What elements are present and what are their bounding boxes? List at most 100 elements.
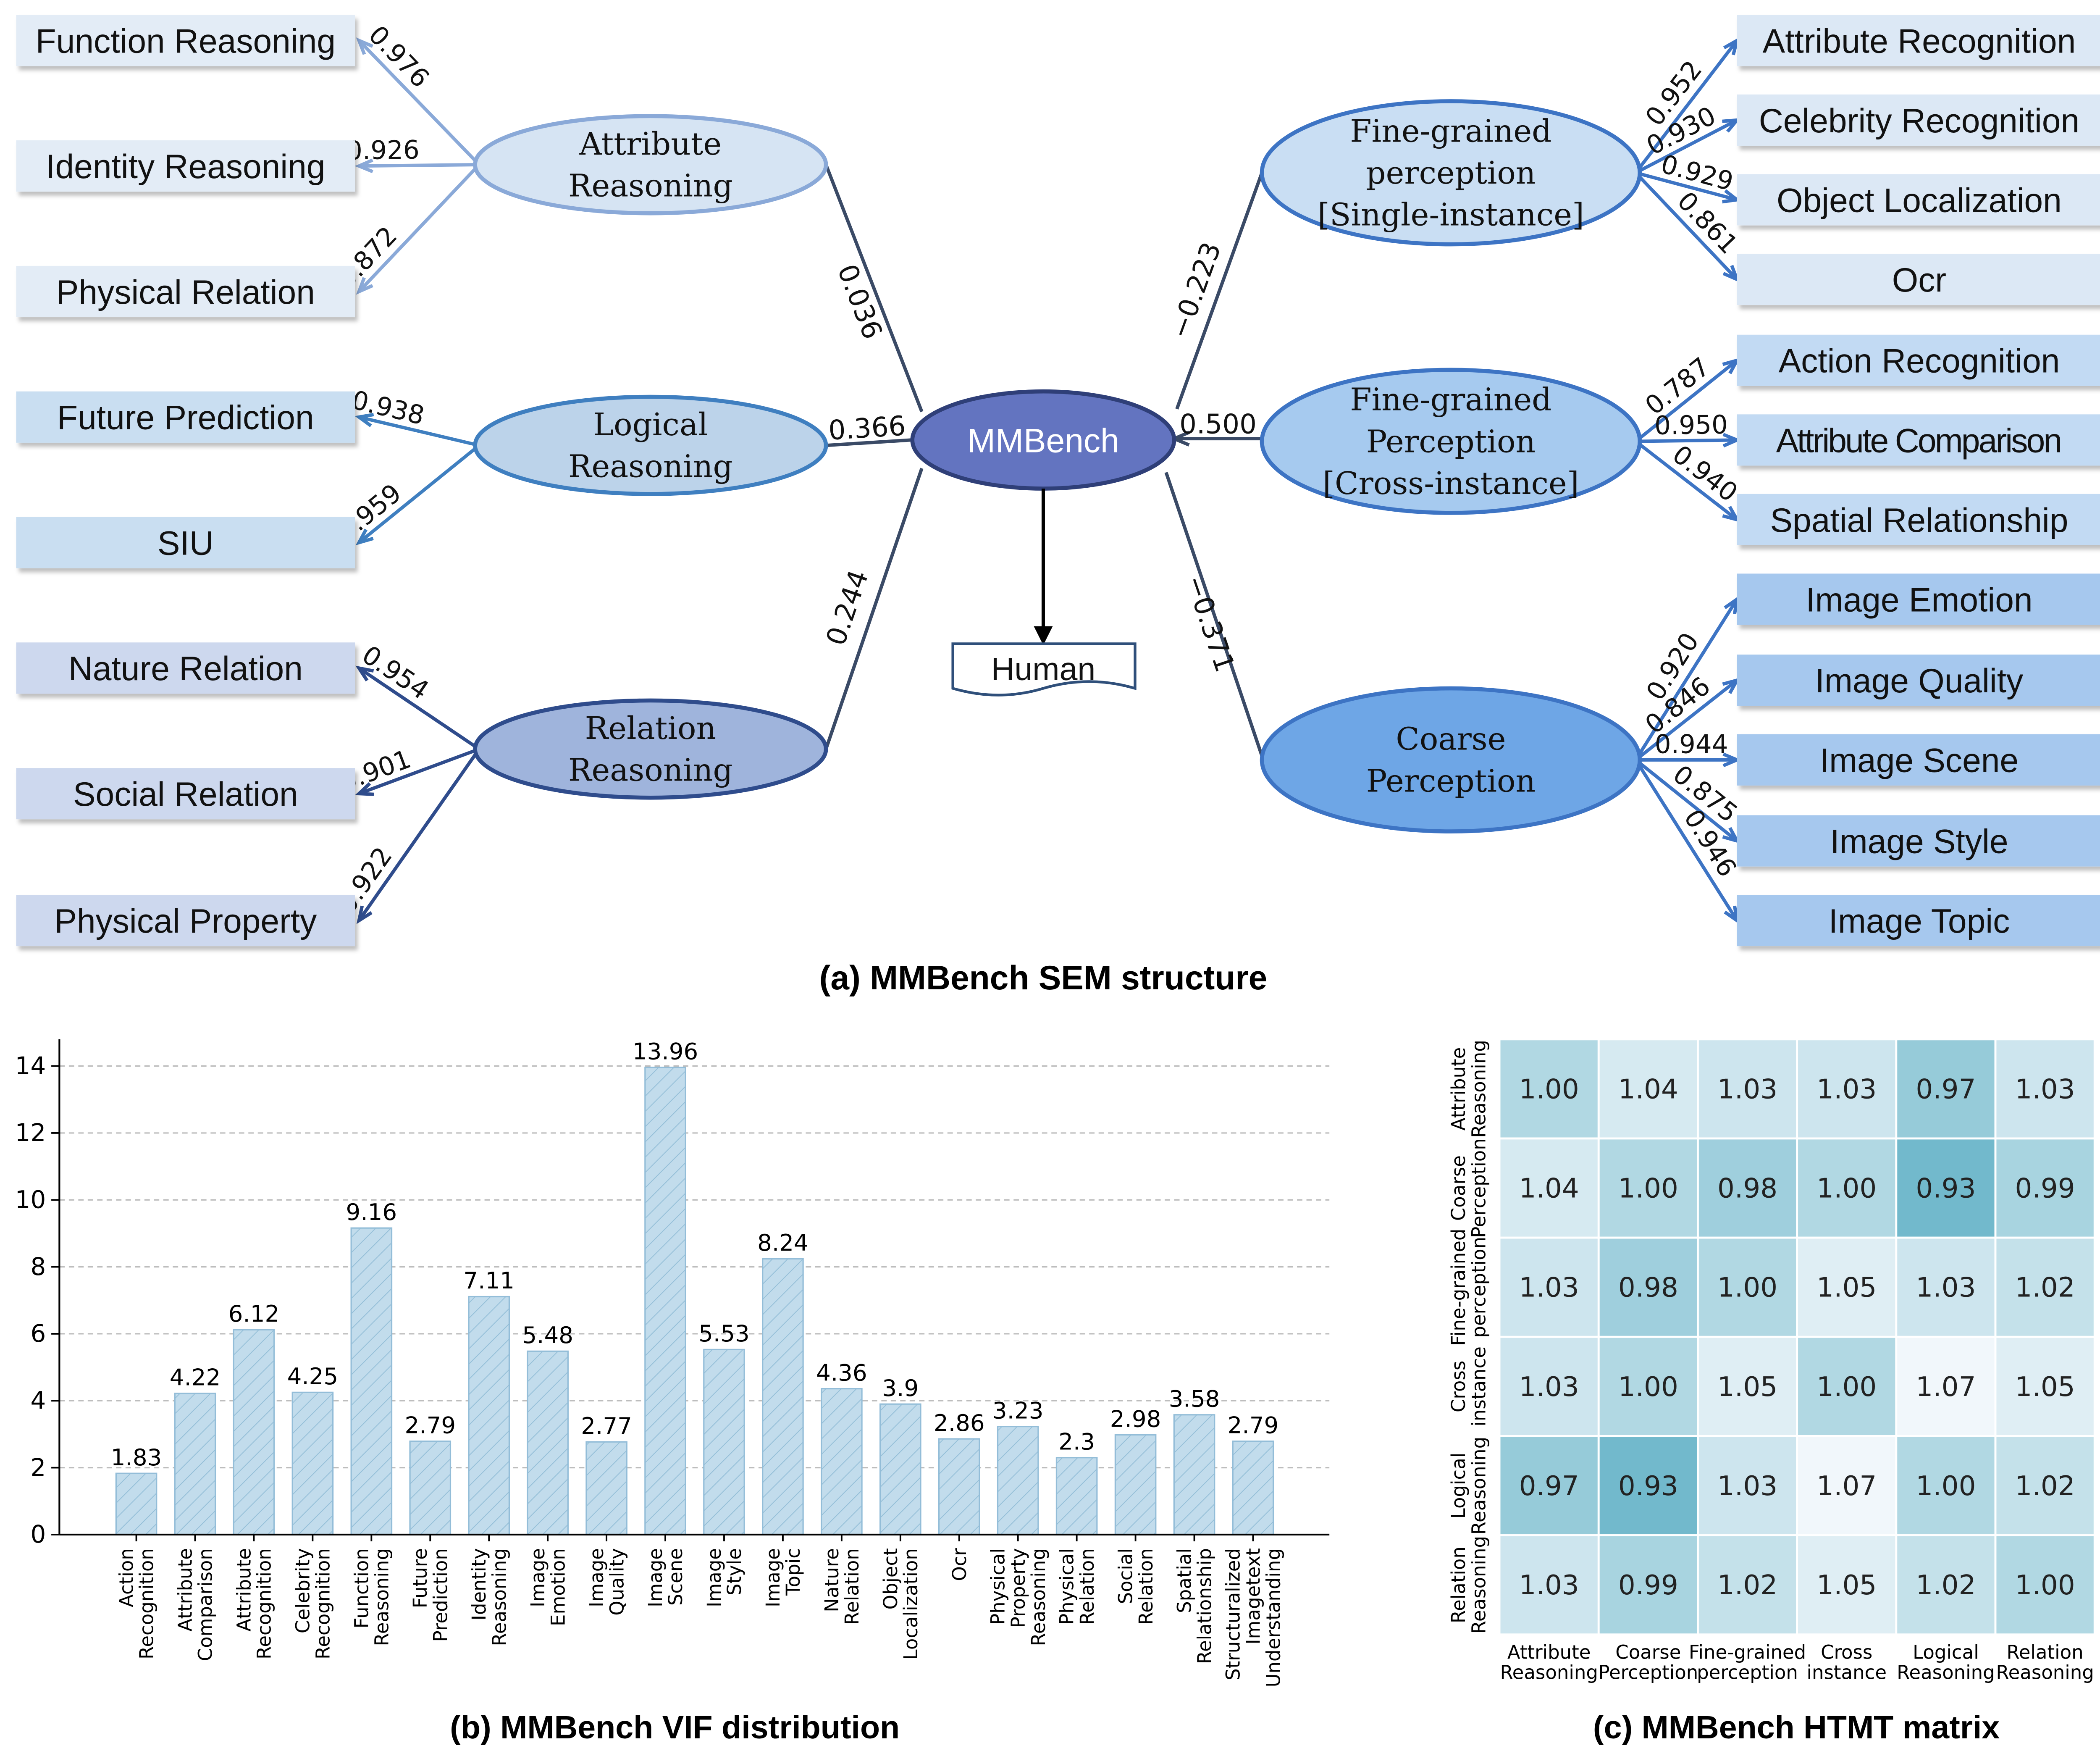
vif-ytick-label: 6 — [30, 1319, 46, 1348]
path-line-single — [1175, 172, 1264, 410]
indicator-image-scene: Image Scene — [1737, 734, 2100, 786]
htmt-cell-value: 1.04 — [1618, 1073, 1678, 1105]
construct-ellipse-coarse — [1260, 686, 1642, 833]
vif-value-label: 2.79 — [404, 1412, 456, 1438]
htmt-cell-value: 0.93 — [1916, 1173, 1976, 1204]
indicator-attribute-comparison: Attribute Comparison — [1737, 414, 2100, 466]
vif-xtick-label-line: Prediction — [429, 1548, 452, 1642]
htmt-col-label-cross-instance: Cross — [1821, 1641, 1872, 1664]
htmt-cell-value: 1.02 — [1916, 1569, 1976, 1601]
vif-caption: (b) MMBench VIF distribution — [450, 1709, 900, 1746]
htmt-cell-value: 1.03 — [1717, 1470, 1777, 1502]
construct-label-line: Perception — [1366, 763, 1536, 799]
htmt-col-label-coarse-perception: Perception — [1598, 1661, 1698, 1684]
indicator-action-recognition: Action Recognition — [1737, 334, 2100, 386]
loading-line-celebrity-recognition — [1635, 118, 1738, 174]
center-to-human-arrowhead — [1034, 626, 1053, 645]
indicator-label: Image Emotion — [1806, 581, 2032, 619]
vif-xtick-label-line: Image — [644, 1548, 667, 1607]
vif-bar-structuralized-imagetext-understanding — [1232, 1441, 1274, 1535]
htmt-cell-value: 1.03 — [1816, 1073, 1877, 1105]
arrowhead — [356, 905, 373, 924]
htmt-cell-value: 0.97 — [1916, 1073, 1976, 1105]
htmt-cell-value: 1.02 — [1717, 1569, 1777, 1601]
arrowhead — [355, 782, 374, 796]
indicator-image-topic: Image Topic — [1737, 895, 2100, 946]
vif-xtick-label-line: Relationship — [1194, 1548, 1216, 1664]
htmt-cell-value: 1.00 — [1618, 1371, 1678, 1403]
indicator-label: Social Relation — [73, 776, 298, 813]
vif-chart: 1.834.226.124.259.162.797.115.482.7713.9… — [15, 1038, 1330, 1746]
vif-xtick-label-line: Ocr — [948, 1548, 971, 1581]
htmt-cell-value: 1.07 — [1816, 1470, 1877, 1502]
loading-value-attribute-comparison: 0.950 — [1654, 410, 1728, 441]
htmt-cell-value: 1.00 — [1916, 1470, 1976, 1502]
indicator-box — [16, 895, 355, 946]
htmt-col-label-coarse-perception: Coarse — [1615, 1641, 1681, 1664]
arrowhead — [1723, 37, 1740, 55]
htmt-cell-value: 0.93 — [1618, 1470, 1678, 1502]
htmt-cell-value: 1.03 — [1916, 1272, 1976, 1304]
vif-value-label: 4.22 — [170, 1364, 221, 1391]
vif-bar-image-emotion — [527, 1350, 569, 1535]
htmt-cell-value: 1.00 — [1519, 1073, 1579, 1105]
vif-bar-nature-relation — [821, 1388, 863, 1535]
arrowhead — [1722, 433, 1741, 448]
loading-line-image-style — [1635, 758, 1738, 842]
loading-value-image-scene: 0.944 — [1655, 730, 1728, 760]
vif-xtick-label-line: Property — [1007, 1548, 1029, 1628]
vif-value-label: 3.9 — [882, 1375, 919, 1401]
indicator-label: Spatial Relationship — [1770, 502, 2068, 539]
indicator-box — [1737, 573, 2100, 625]
construct-ellipse-relation — [473, 698, 828, 800]
htmt-col-label-logical-reasoning: Logical — [1913, 1641, 1979, 1664]
arrowhead — [355, 528, 374, 546]
htmt-cell-value: 1.03 — [1519, 1569, 1579, 1601]
vif-bar-future-prediction — [409, 1441, 452, 1535]
loading-line-social-relation — [358, 747, 480, 795]
htmt-cell-value: 1.04 — [1519, 1173, 1579, 1204]
arrowhead — [1722, 118, 1741, 133]
vif-bar-ocr — [938, 1438, 980, 1535]
htmt-cell-r0-c4 — [1895, 1038, 1997, 1140]
htmt-row-label-line: Reasoning — [1467, 1536, 1490, 1634]
vif-xtick-label-line: Structuralized — [1222, 1548, 1244, 1680]
vif-bar-physical-relation — [1055, 1457, 1098, 1535]
construct-label-line: Fine-grained — [1350, 113, 1551, 149]
htmt-col-label-relation-reasoning: Reasoning — [1996, 1661, 2094, 1684]
indicator-object-localization: Object Localization — [1737, 174, 2100, 226]
construct-label-line: Attribute — [579, 126, 722, 162]
vif-bar-celebrity-recognition — [291, 1391, 334, 1535]
htmt-cell-value: 1.07 — [1916, 1371, 1976, 1403]
vif-bar-spatial-relationship — [1173, 1414, 1215, 1535]
arrowhead — [1722, 752, 1741, 768]
vif-xtick-label-line: Emotion — [547, 1548, 569, 1626]
indicator-box — [1737, 895, 2100, 946]
indicator-box — [16, 517, 355, 568]
vif-value-label: 3.23 — [992, 1397, 1044, 1424]
loading-value-nature-relation: 0.954 — [357, 640, 434, 706]
construct-label-line: Fine-grained — [1350, 382, 1551, 418]
indicator-label: Nature Relation — [68, 650, 303, 688]
indicator-box — [16, 140, 355, 192]
htmt-row-label-line: Relation — [1447, 1546, 1470, 1623]
arrowhead — [356, 37, 373, 55]
htmt-col-label-fine-grained-perception: Fine-grained — [1689, 1641, 1806, 1664]
construct-ellipse-logical — [473, 394, 828, 496]
htmt-row-label-line: Cross — [1447, 1361, 1470, 1412]
indicator-box — [1737, 414, 2100, 466]
vif-ytick-label: 0 — [30, 1520, 46, 1548]
vif-xtick-label-line: Physical — [987, 1548, 1009, 1625]
htmt-col-label-attribute-reasoning: Attribute — [1507, 1641, 1591, 1664]
vif-bar-image-style — [703, 1349, 745, 1535]
htmt-col-label-attribute-reasoning: Reasoning — [1500, 1661, 1598, 1684]
vif-bar-attribute-comparison — [174, 1393, 216, 1535]
